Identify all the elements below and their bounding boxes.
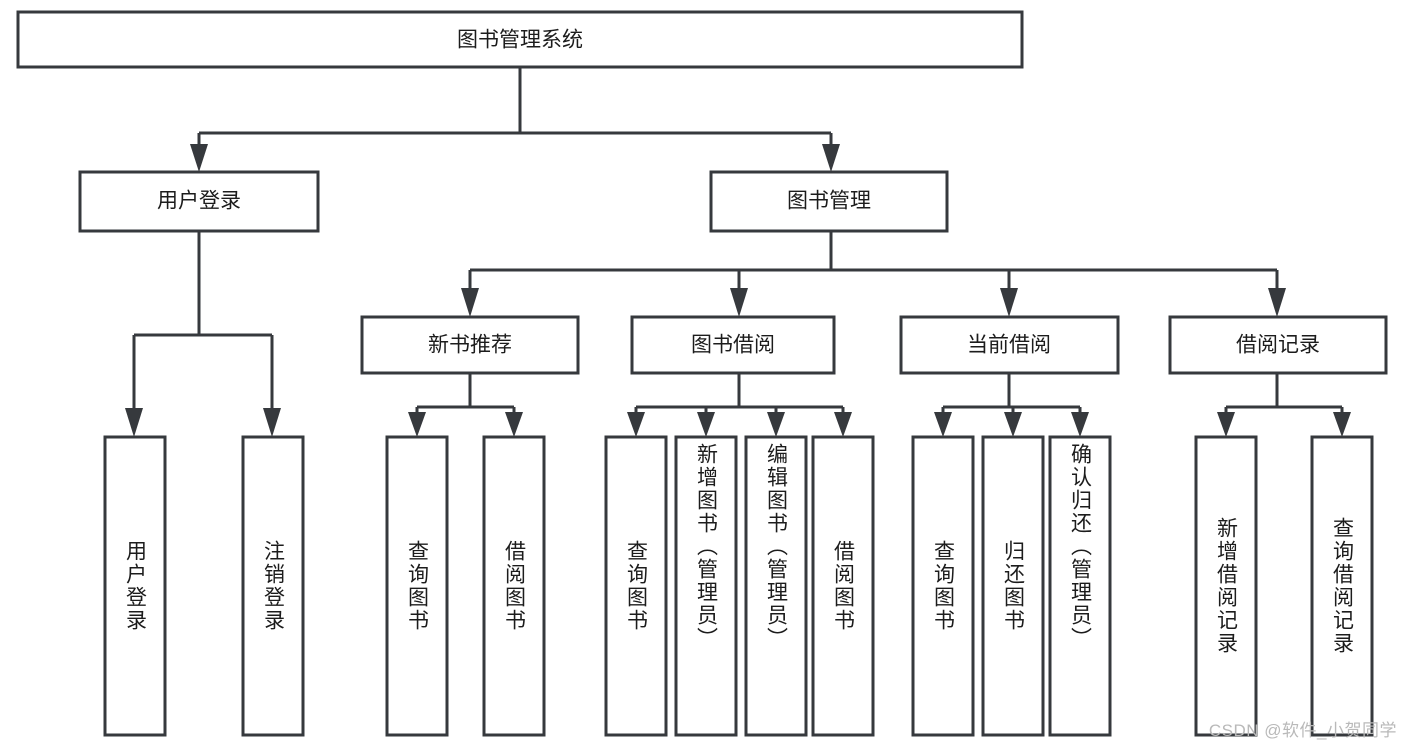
book-borrow-box[interactable] bbox=[630, 315, 836, 375]
leaf-box-layer bbox=[103, 435, 1374, 737]
new-book-recommend-box[interactable] bbox=[360, 315, 580, 375]
arrow-userlogin-leaf-1 bbox=[125, 408, 143, 437]
arrow-currentborrow-leaf-3 bbox=[1071, 412, 1089, 437]
node-root-system[interactable]: 图书管理系统 bbox=[16, 10, 1024, 69]
connector-layer bbox=[125, 67, 1351, 437]
node-new-book-recommend[interactable]: 新书推荐 bbox=[360, 315, 580, 375]
leaf-box-user-login[interactable] bbox=[103, 435, 167, 737]
borrow-record-box[interactable] bbox=[1168, 315, 1388, 375]
arrow-root-to-user-login bbox=[190, 144, 208, 172]
leaf-box-edit-book-admin[interactable] bbox=[744, 435, 808, 737]
leaf-box-query-book-1[interactable] bbox=[385, 435, 449, 737]
node-book-manage[interactable]: 图书管理 bbox=[709, 170, 949, 233]
arrow-bookborrow-leaf-1 bbox=[627, 412, 645, 437]
user-login-box[interactable] bbox=[78, 170, 320, 233]
arrow-borrowrecord-leaf-2 bbox=[1333, 412, 1351, 437]
leaf-box-return-book[interactable] bbox=[981, 435, 1045, 737]
user-login-label: 用户登录 bbox=[157, 190, 241, 213]
arrow-newbook-leaf-1 bbox=[408, 412, 426, 437]
node-book-borrow[interactable]: 图书借阅 bbox=[630, 315, 836, 375]
arrow-currentborrow-leaf-2 bbox=[1004, 412, 1022, 437]
node-user-login[interactable]: 用户登录 bbox=[78, 170, 320, 233]
book-borrow-label: 图书借阅 bbox=[691, 334, 775, 357]
node-borrow-record[interactable]: 借阅记录 bbox=[1168, 315, 1388, 375]
leaf-box-logout[interactable] bbox=[241, 435, 305, 737]
arrow-newbook-leaf-2 bbox=[505, 412, 523, 437]
arrow-currentborrow-leaf-1 bbox=[934, 412, 952, 437]
leaf-box-borrow-book-2[interactable] bbox=[811, 435, 875, 737]
leaf-box-query-book-2[interactable] bbox=[604, 435, 668, 737]
leaf-box-add-book-admin[interactable] bbox=[674, 435, 738, 737]
arrow-bookmanage-to-new-book bbox=[461, 288, 479, 317]
current-borrow-box[interactable] bbox=[899, 315, 1120, 375]
arrow-root-to-book-manage bbox=[822, 144, 840, 172]
leaf-box-confirm-return[interactable] bbox=[1048, 435, 1112, 737]
current-borrow-label: 当前借阅 bbox=[967, 334, 1051, 357]
book-manage-box[interactable] bbox=[709, 170, 949, 233]
arrow-userlogin-leaf-2 bbox=[263, 408, 281, 437]
leaf-box-query-record[interactable] bbox=[1310, 435, 1374, 737]
borrow-record-label: 借阅记录 bbox=[1236, 334, 1320, 357]
node-current-borrow[interactable]: 当前借阅 bbox=[899, 315, 1120, 375]
csdn-watermark: CSDN @软件_小贺同学 bbox=[1208, 721, 1397, 740]
arrow-bookmanage-to-current bbox=[1000, 288, 1018, 317]
leaf-box-add-record[interactable] bbox=[1194, 435, 1258, 737]
arrow-bookborrow-leaf-4 bbox=[834, 412, 852, 437]
root-label: 图书管理系统 bbox=[457, 29, 583, 52]
new-book-recommend-label: 新书推荐 bbox=[428, 334, 512, 357]
arrow-bookborrow-leaf-2 bbox=[697, 412, 715, 437]
arrow-borrowrecord-leaf-1 bbox=[1217, 412, 1235, 437]
arrow-bookmanage-to-borrow bbox=[730, 288, 748, 317]
book-manage-label: 图书管理 bbox=[787, 190, 871, 213]
arrow-bookmanage-to-record bbox=[1268, 288, 1286, 317]
leaf-box-query-book-3[interactable] bbox=[911, 435, 975, 737]
root-box[interactable] bbox=[16, 10, 1024, 69]
arrow-bookborrow-leaf-3 bbox=[767, 412, 785, 437]
leaf-box-borrow-book-1[interactable] bbox=[482, 435, 546, 737]
